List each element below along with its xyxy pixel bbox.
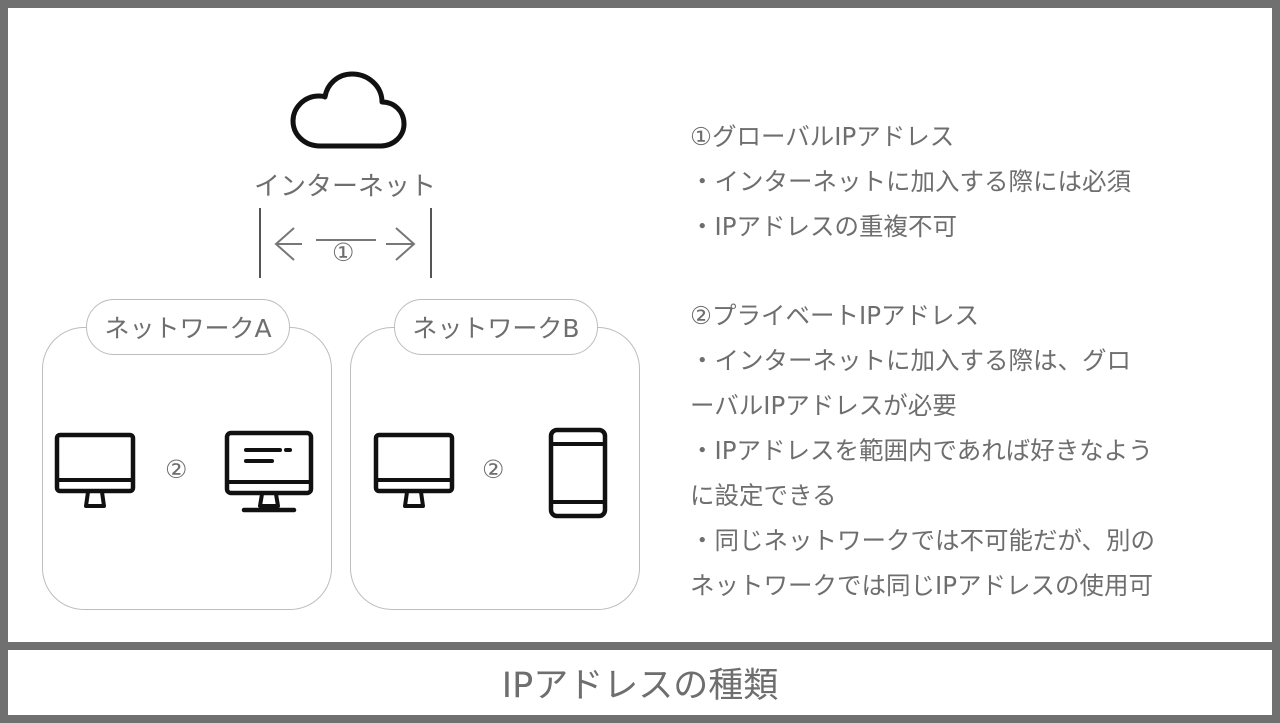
global-ip-line: ・インターネットに加入する際には必須 (690, 167, 1131, 196)
desktop-monitor-icon (373, 432, 455, 508)
internet-label: インターネット (254, 172, 437, 202)
bidirectional-arrow-icon (274, 227, 416, 261)
network-b-label: ネットワークB (394, 299, 598, 355)
private-ip-heading: ②プライベートIPアドレス (690, 301, 979, 330)
private-ip-line: ・IPアドレスを範囲内であれば好きなよう (690, 436, 1153, 465)
network-a-link-number: ② (165, 455, 188, 484)
desktop-monitor-text-icon (224, 430, 314, 513)
desktop-monitor-icon (54, 432, 136, 508)
global-ip-heading: ①グローバルIPアドレス (690, 122, 955, 151)
private-ip-line: ・インターネットに加入する際は、グロ (690, 346, 1131, 375)
global-ip-description: ①グローバルIPアドレス ・インターネットに加入する際には必須 ・IPアドレスの… (690, 114, 1131, 249)
global-link-number: ① (332, 238, 355, 267)
cloud-icon (290, 71, 407, 149)
private-ip-line: ・同じネットワークでは不可能だが、別の (690, 526, 1156, 555)
private-ip-description: ②プライベートIPアドレス ・インターネットに加入する際は、グロ ーバルIPアド… (690, 293, 1155, 608)
global-ip-line: ・IPアドレスの重複不可 (690, 212, 957, 241)
network-a-box (42, 327, 332, 610)
network-a-label: ネットワークA (86, 299, 290, 355)
connector-left-line (259, 208, 261, 278)
private-ip-line: に設定できる (690, 481, 837, 510)
network-b-link-number: ② (482, 455, 505, 484)
smartphone-icon (548, 427, 608, 519)
figure-caption: IPアドレスの種類 (8, 650, 1272, 715)
network-b-box (350, 327, 640, 610)
connector-right-line (430, 208, 432, 278)
private-ip-line: ーバルIPアドレスが必要 (690, 391, 957, 420)
private-ip-line: ネットワークでは同じIPアドレスの使用可 (690, 571, 1153, 600)
